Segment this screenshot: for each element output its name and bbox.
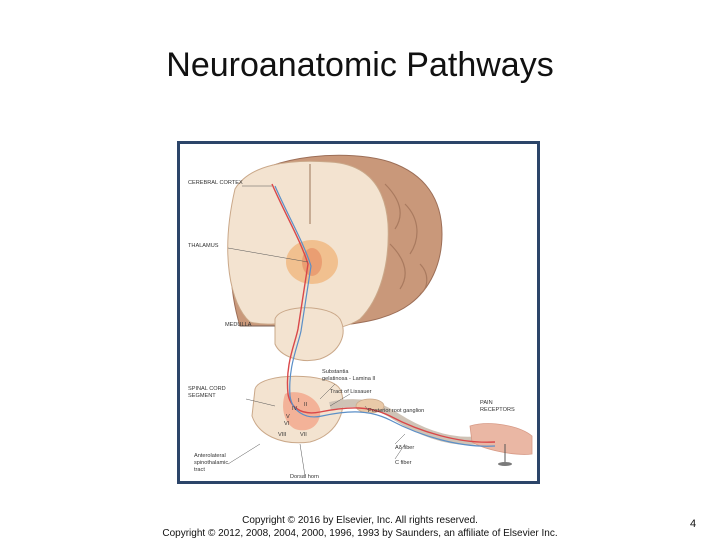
label-a-delta-fiber: Aδ fiber	[395, 445, 414, 451]
label-spinal-cord-2: SEGMENT	[188, 393, 216, 399]
label-posterior-root-ganglion: Posterior root ganglion	[368, 408, 424, 414]
label-spinal-cord-1: SPINAL CORD	[188, 386, 226, 392]
slide-title: Neuroanatomic Pathways	[0, 46, 720, 85]
copyright-line-1: Copyright © 2016 by Elsevier, Inc. All r…	[140, 514, 580, 527]
label-substantia-1: Substantia	[322, 369, 349, 375]
label-lamina-vi: VI	[284, 421, 290, 427]
label-lamina-ii: II	[304, 402, 308, 408]
pain-stimulus-base	[498, 462, 512, 466]
label-pain-receptors-2: RECEPTORS	[480, 407, 515, 413]
page-number: 4	[690, 518, 696, 530]
figure-frame: CEREBRAL CORTEX THALAMUS MEDULLA SPINAL …	[177, 141, 540, 484]
label-thalamus: THALAMUS	[188, 243, 219, 249]
label-lamina-v: V	[286, 414, 290, 420]
label-c-fiber: C fiber	[395, 460, 412, 466]
label-cerebral-cortex: CEREBRAL CORTEX	[188, 180, 243, 186]
label-substantia-2: gelatinosa - Lamina II	[322, 376, 376, 382]
pain-pathway-illustration: CEREBRAL CORTEX THALAMUS MEDULLA SPINAL …	[180, 144, 537, 481]
copyright-footer: Copyright © 2016 by Elsevier, Inc. All r…	[140, 514, 580, 540]
skin-patch	[470, 424, 532, 455]
copyright-line-2: Copyright © 2012, 2008, 2004, 2000, 1996…	[140, 527, 580, 540]
label-lamina-vii: VII	[300, 432, 307, 438]
label-tract-of-lissauer: Tract of Lissauer	[330, 389, 372, 395]
label-medulla: MEDULLA	[225, 322, 252, 328]
medulla-shape	[275, 308, 343, 361]
thalamus-core	[302, 248, 322, 276]
label-anterolateral-2: spinothalamic	[194, 460, 228, 466]
label-anterolateral-1: Anterolateral	[194, 453, 226, 459]
label-dorsal-horn: Dorsal horn	[290, 474, 319, 480]
label-anterolateral-3: tract	[194, 467, 205, 473]
label-lamina-viii: VIII	[278, 432, 287, 438]
label-lamina-iv: IV	[292, 406, 298, 412]
label-pain-receptors-1: PAIN	[480, 400, 493, 406]
